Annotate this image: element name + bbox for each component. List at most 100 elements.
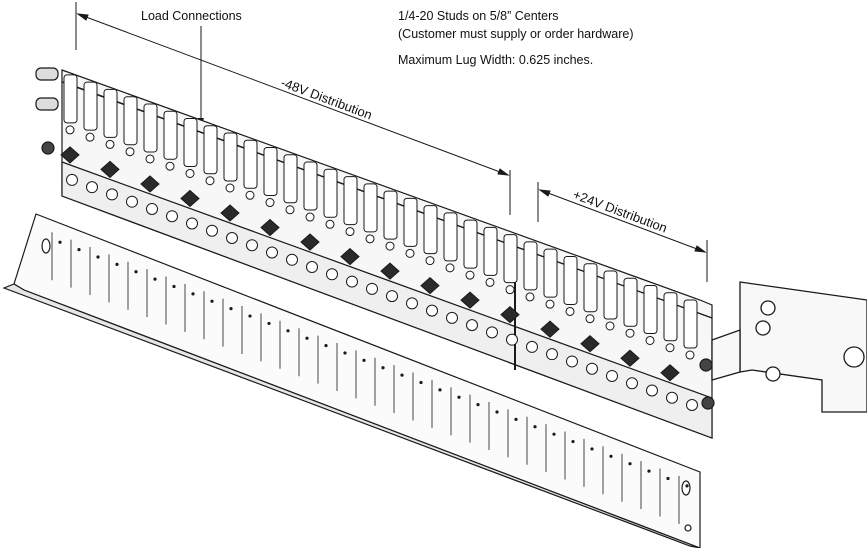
bus-hole <box>306 261 318 274</box>
dim-24v-line <box>539 189 706 253</box>
cover-tab-marker <box>381 366 385 370</box>
cover-tab-marker <box>400 373 404 377</box>
stud-hole <box>545 299 555 309</box>
cover-tab-marker <box>685 484 689 488</box>
bus-hole <box>586 362 598 375</box>
label-studs-line2: (Customer must supply or order hardware) <box>398 27 634 41</box>
fuse-block <box>243 139 258 189</box>
bus-hole <box>686 399 698 412</box>
stud-hole <box>185 168 195 178</box>
cover-tab-marker <box>267 321 271 326</box>
cover-tab-marker <box>457 395 461 399</box>
left-stud-1 <box>35 67 59 81</box>
cover-tab-marker <box>58 240 62 244</box>
bracket-hole-4 <box>765 366 781 382</box>
lug-diamond <box>420 276 440 295</box>
fuse-block <box>403 197 418 247</box>
fuse-block <box>423 205 438 255</box>
lug-diamond <box>140 175 160 193</box>
stud-hole <box>445 263 455 273</box>
fuse-block <box>203 125 218 175</box>
fuse-block <box>443 212 458 262</box>
right-panel-studs <box>699 358 715 410</box>
right-screw-2 <box>701 396 715 410</box>
dim-48v-arrow-left <box>76 13 89 21</box>
cover-tab-marker <box>153 277 157 281</box>
bus-hole <box>146 202 158 215</box>
bus-hole <box>366 282 378 295</box>
cover-tab-marker <box>343 351 347 355</box>
cover-tab-marker <box>210 299 214 303</box>
bus-hole <box>106 188 118 201</box>
fuse-block <box>383 190 398 240</box>
bus-hole <box>666 391 678 404</box>
cover-tab-marker <box>476 403 480 407</box>
fuse-block <box>623 277 638 327</box>
right-screw-1 <box>699 358 713 372</box>
left-mount-studs <box>35 67 59 155</box>
stud-hole <box>225 183 235 193</box>
cover-tab-marker <box>362 358 366 362</box>
cover-tab-marker <box>590 447 594 451</box>
label-48v-distribution: -48V Distribution <box>279 75 374 123</box>
lug-diamond <box>260 218 280 237</box>
lug-diamond <box>220 204 240 222</box>
fuse-block <box>343 176 358 226</box>
bracket-hole-1 <box>760 300 776 316</box>
cover-tab-marker <box>305 336 309 340</box>
stud-hole <box>645 335 655 345</box>
bus-hole <box>186 217 198 230</box>
bus-hole <box>606 369 618 382</box>
stud-hole <box>585 314 595 324</box>
fuse-block <box>323 168 338 218</box>
stud-hole <box>685 350 695 360</box>
cover-tab-marker <box>495 410 499 414</box>
bus-hole <box>206 224 218 237</box>
bracket-flange <box>711 329 741 381</box>
cover-screw-right <box>684 524 692 532</box>
cover-tab-marker <box>286 329 290 333</box>
dim-48v-line <box>77 13 509 176</box>
stud-hole <box>285 205 295 215</box>
fuse-block <box>263 147 278 197</box>
stud-hole <box>325 219 335 229</box>
fuse-block <box>543 248 558 298</box>
bus-hole <box>486 326 498 339</box>
stud-hole <box>85 132 95 142</box>
lug-diamond <box>620 349 640 367</box>
fuse-block <box>363 183 378 233</box>
fuse-block <box>563 255 578 305</box>
dim-24v-arrow-left <box>538 189 551 197</box>
bus-hole <box>526 340 538 353</box>
bus-hole <box>426 304 438 317</box>
bracket-plate <box>739 281 867 413</box>
stud-hole <box>125 147 135 157</box>
bus-hole <box>506 333 518 346</box>
cover-tab-marker <box>628 462 632 466</box>
connection-hole-row <box>65 125 698 412</box>
cover-tab-marker <box>438 388 442 392</box>
cover-tab-marker <box>609 454 613 458</box>
bus-hole <box>446 311 458 324</box>
lug-diamond <box>460 291 480 309</box>
cover-tab-marker <box>191 292 195 296</box>
fuse-block <box>503 234 518 284</box>
stud-hole <box>565 306 575 316</box>
dim-24v-arrow-right <box>694 245 707 253</box>
fuse-block <box>283 154 298 204</box>
fuse-block-row <box>63 74 698 349</box>
stud-hole <box>165 161 175 171</box>
bracket-hole-2 <box>755 320 771 336</box>
cover-tab-marker <box>229 307 233 311</box>
cover-tab-marker <box>96 255 100 259</box>
stud-hole <box>525 292 535 302</box>
stud-hole <box>345 227 355 237</box>
stud-hole <box>625 328 635 338</box>
bus-hole <box>646 384 658 397</box>
cover-keyhole-left <box>41 238 51 254</box>
fuse-block <box>523 241 538 291</box>
lug-row <box>60 146 680 382</box>
fuse-block <box>223 132 238 182</box>
fuse-block <box>123 96 138 146</box>
